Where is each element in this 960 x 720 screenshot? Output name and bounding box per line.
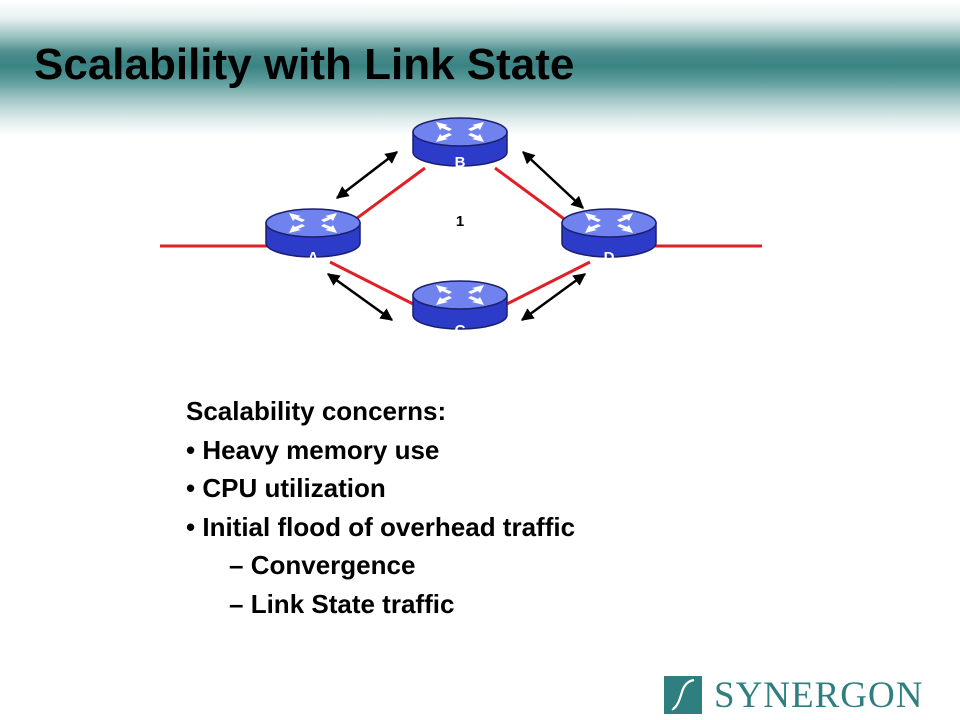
router-label: D	[604, 249, 615, 266]
list-item-text: Initial flood of overhead traffic	[202, 511, 576, 542]
link-c-d	[494, 260, 591, 312]
synergon-logo-text: SYNERGON	[714, 675, 924, 716]
bullet-marker: •	[186, 434, 196, 465]
router-label: B	[455, 154, 466, 171]
sub-list-item-text: Link State traffic	[250, 588, 455, 619]
router-b-icon: B	[412, 117, 508, 171]
router-label: A	[308, 249, 319, 266]
synergon-logo-mark-icon	[664, 676, 702, 714]
flood-arrow-a-c	[326, 272, 394, 322]
router-d-icon: D	[561, 208, 657, 266]
sub-list-item: – Link State traffic	[186, 585, 575, 624]
dash-marker: –	[229, 550, 244, 580]
sub-list-item: – Convergence	[186, 546, 575, 585]
concerns-heading: Scalability concerns:	[186, 396, 447, 426]
scalability-concerns-list: Scalability concerns: • Heavy memory use…	[186, 392, 575, 623]
list-item: • CPU utilization	[186, 469, 575, 508]
synergon-logo: SYNERGON	[664, 675, 946, 716]
link-cost-label: 1	[456, 213, 464, 230]
list-item-text: Heavy memory use	[202, 434, 440, 465]
flood-arrow-c-d	[520, 272, 587, 322]
slide-title: Scalability with Link State	[34, 40, 575, 89]
flood-arrow-a-b	[336, 151, 398, 199]
list-item: • Heavy memory use	[186, 431, 575, 470]
list-item-text: CPU utilization	[202, 473, 386, 503]
sub-list-item-text: Convergence	[250, 550, 416, 580]
router-c-icon: C	[412, 280, 508, 339]
router-a-icon: A	[265, 208, 361, 266]
header-band	[0, 0, 960, 135]
bullet-marker: •	[186, 511, 196, 542]
router-label: C	[455, 322, 466, 339]
dash-marker: –	[229, 588, 244, 619]
list-item: • Initial flood of overhead traffic	[186, 508, 575, 547]
bullet-marker: •	[186, 473, 196, 503]
flood-arrow-b-d	[522, 151, 584, 209]
